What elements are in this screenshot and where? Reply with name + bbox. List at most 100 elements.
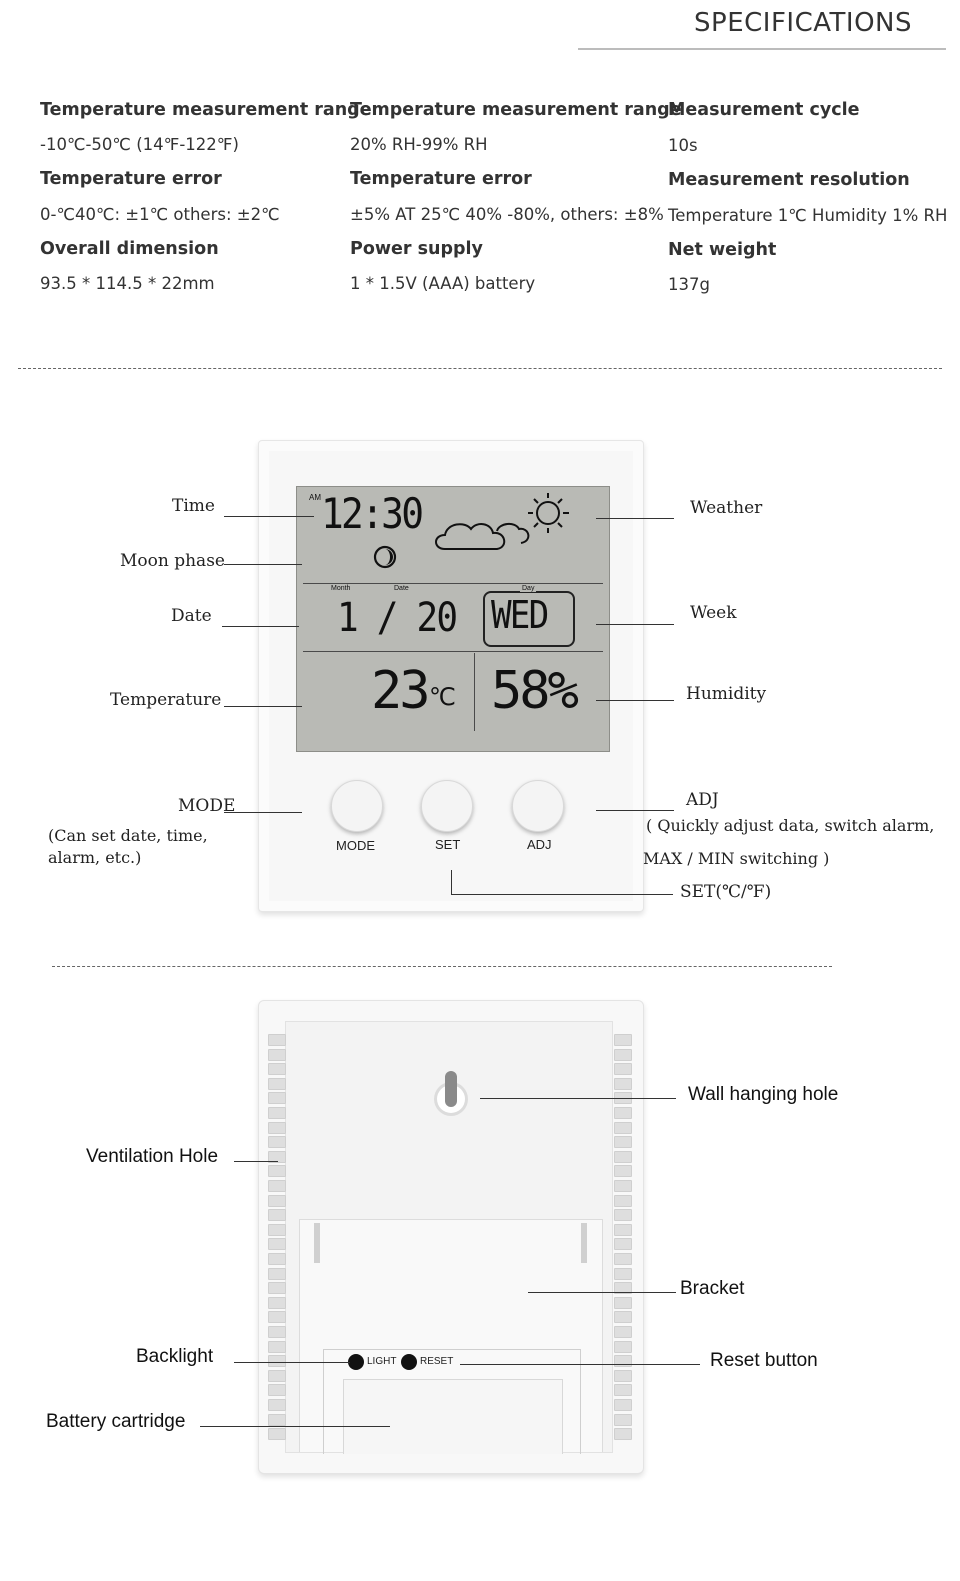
spec-label: Temperature error <box>350 169 532 189</box>
leader-line <box>596 810 674 811</box>
vent-slot <box>614 1048 632 1061</box>
leader-line <box>222 626 299 627</box>
spec-value: 10s <box>668 136 698 155</box>
spec-value: 93.5 * 114.5 * 22mm <box>40 274 215 293</box>
weather-icon <box>435 493 569 550</box>
vent-slot <box>268 1034 286 1046</box>
vent-slot <box>614 1282 632 1295</box>
callout-mode-note: alarm, etc.) <box>48 848 142 867</box>
vent-slot <box>268 1340 286 1353</box>
mode-button[interactable] <box>331 780 383 832</box>
reset-button[interactable] <box>401 1354 417 1370</box>
vent-slot <box>268 1282 286 1295</box>
leader-line <box>234 1161 278 1162</box>
vent-slot <box>614 1384 632 1397</box>
wall-hanging-hole-icon <box>434 1071 468 1116</box>
lcd-date: 1 / 20 <box>337 595 458 641</box>
moon-phase-icon <box>373 545 397 569</box>
lcd-time: 12:30 <box>321 489 424 538</box>
battery-compartment <box>323 1349 581 1454</box>
spec-label: Net weight <box>668 240 777 260</box>
spec-label: Temperature error <box>40 169 222 189</box>
vent-slot <box>268 1296 286 1309</box>
reset-label: RESET <box>420 1356 454 1367</box>
vent-slot <box>268 1253 286 1265</box>
lcd-temperature: 23 <box>371 661 431 721</box>
light-label: LIGHT <box>367 1356 397 1367</box>
vent-slot <box>614 1180 632 1192</box>
title-underline <box>578 48 946 50</box>
leader-line <box>224 564 302 565</box>
vent-slot <box>614 1428 632 1441</box>
set-button[interactable] <box>421 780 473 832</box>
bracket-hinge <box>314 1223 320 1263</box>
callout-set: SET(℃/℉) <box>680 882 772 902</box>
mode-button-label: MODE <box>336 838 375 853</box>
spec-value: 0-℃40℃: ±1℃ others: ±2℃ <box>40 205 280 224</box>
vent-slot <box>614 1194 632 1207</box>
vent-slot <box>614 1399 632 1411</box>
vent-slot <box>614 1267 632 1280</box>
vent-slot <box>268 1223 286 1236</box>
spec-value: -10℃-50℃ (14℉-122℉) <box>40 135 239 154</box>
leader-line <box>596 624 674 625</box>
vent-slot <box>614 1369 632 1382</box>
vent-slot <box>614 1165 632 1178</box>
vent-slot <box>614 1107 632 1119</box>
spec-label: Overall dimension <box>40 239 219 259</box>
leader-line <box>460 1364 700 1365</box>
vent-slot <box>268 1311 286 1324</box>
lcd-temp-unit: ℃ <box>429 683 456 711</box>
vent-slot <box>614 1296 632 1309</box>
adj-button-label: ADJ <box>527 837 552 852</box>
vent-slot <box>268 1048 286 1061</box>
backlight-button[interactable] <box>348 1354 364 1370</box>
adj-button[interactable] <box>512 780 564 832</box>
lcd-display: AM 12:30 Month Date 1 / 20 Day WED 23 ℃ … <box>296 486 610 752</box>
spec-value: 137g <box>668 275 710 294</box>
weekday-frame <box>483 591 575 647</box>
section-divider <box>18 368 942 369</box>
vent-slot <box>614 1223 632 1236</box>
month-label: Month <box>331 585 351 592</box>
vent-slot <box>268 1194 286 1207</box>
lcd-divider <box>303 583 603 584</box>
vent-slot <box>614 1413 632 1426</box>
callout-time: Time <box>172 496 215 516</box>
vent-slot <box>614 1121 632 1134</box>
vent-slot <box>614 1209 632 1222</box>
vent-slot <box>268 1092 286 1105</box>
callout-backlight: Backlight <box>136 1346 214 1367</box>
vent-slot <box>268 1150 286 1163</box>
vent-slot <box>268 1121 286 1134</box>
vent-slot <box>614 1034 632 1046</box>
vent-slot <box>268 1209 286 1222</box>
vent-slot <box>614 1150 632 1163</box>
lcd-divider <box>303 651 603 652</box>
date-label: Date <box>394 585 409 592</box>
vent-slot <box>614 1063 632 1076</box>
callout-bracket: Bracket <box>680 1278 745 1299</box>
callout-week: Week <box>690 603 737 623</box>
lcd-weekday: WED <box>491 593 549 637</box>
leader-line <box>234 1362 350 1363</box>
spec-label: Measurement resolution <box>668 170 910 190</box>
vent-slot <box>614 1238 632 1251</box>
battery-cartridge[interactable] <box>343 1379 563 1454</box>
callout-date: Date <box>171 606 212 626</box>
vent-slot <box>268 1369 286 1382</box>
callout-adj-note: ( Quickly adjust data, switch alarm, <box>646 816 935 835</box>
spec-value: 20% RH-99% RH <box>350 135 488 154</box>
lcd-humidity: 58% <box>491 661 579 721</box>
vent-slot <box>614 1311 632 1324</box>
vent-slot <box>268 1428 286 1441</box>
callout-mode: MODE <box>178 796 236 816</box>
leader-line <box>451 894 673 895</box>
leader-line <box>451 870 452 895</box>
vent-slot <box>614 1355 632 1368</box>
vent-slot <box>614 1136 632 1149</box>
spec-value: Temperature 1℃ Humidity 1% RH <box>668 206 948 225</box>
leader-line <box>528 1292 676 1293</box>
vent-slot <box>268 1107 286 1119</box>
device-back <box>258 1000 644 1474</box>
